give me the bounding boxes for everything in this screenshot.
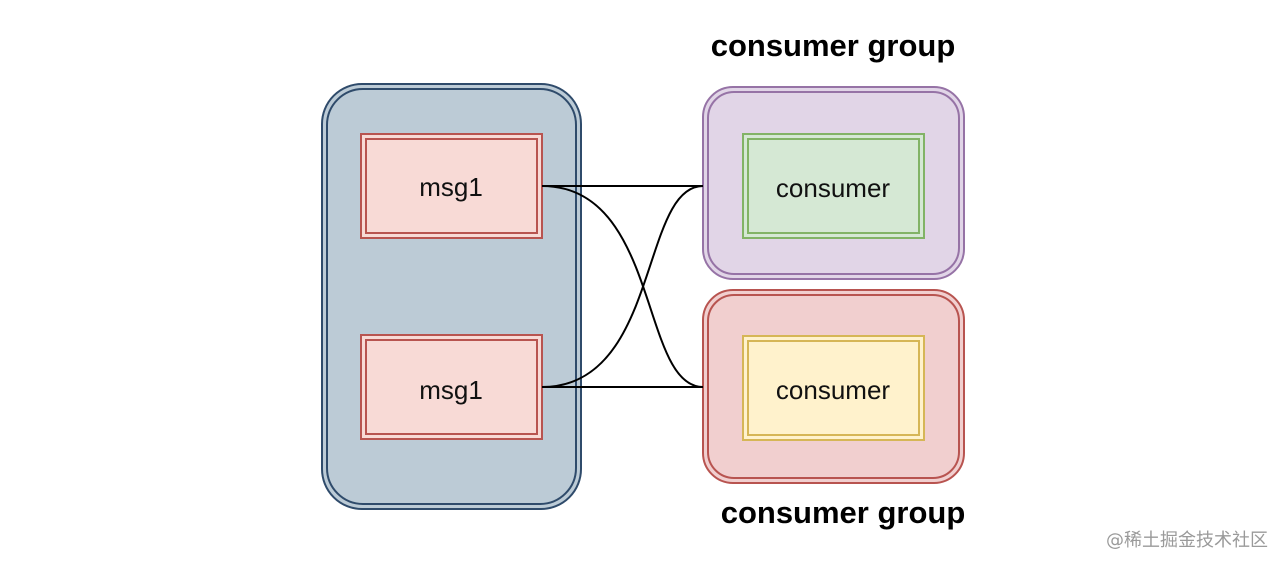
consumer-2-outer [742, 335, 925, 441]
consumer-group-2: consumer [702, 289, 965, 484]
consumer-2-inner [747, 340, 920, 436]
watermark-text: @稀土掘金技术社区 [1106, 530, 1268, 551]
message-1-inner [365, 138, 538, 234]
consumer-group-1-title: consumer group [711, 28, 956, 63]
consumer-group-2-title: consumer group [721, 495, 966, 530]
message-2-label: msg1 [419, 375, 483, 405]
message-2-inner [365, 339, 538, 435]
consumer-group-1: consumer [702, 86, 965, 280]
queue-inner-border [326, 88, 577, 505]
consumer-2-label: consumer [776, 375, 890, 405]
message-box-1: msg1 [360, 133, 543, 239]
consumer-1-inner [747, 138, 920, 234]
consumer-1-outer [742, 133, 925, 239]
message-1-outer [360, 133, 543, 239]
message-1-label: msg1 [419, 172, 483, 202]
edge-msg2-to-group1 [541, 185, 704, 388]
message-box-2: msg1 [360, 334, 543, 440]
consumer-1-label: consumer [776, 173, 890, 203]
consumer-group-1-inner [707, 91, 960, 275]
consumer-group-2-inner [707, 294, 960, 479]
connectors [541, 185, 704, 388]
